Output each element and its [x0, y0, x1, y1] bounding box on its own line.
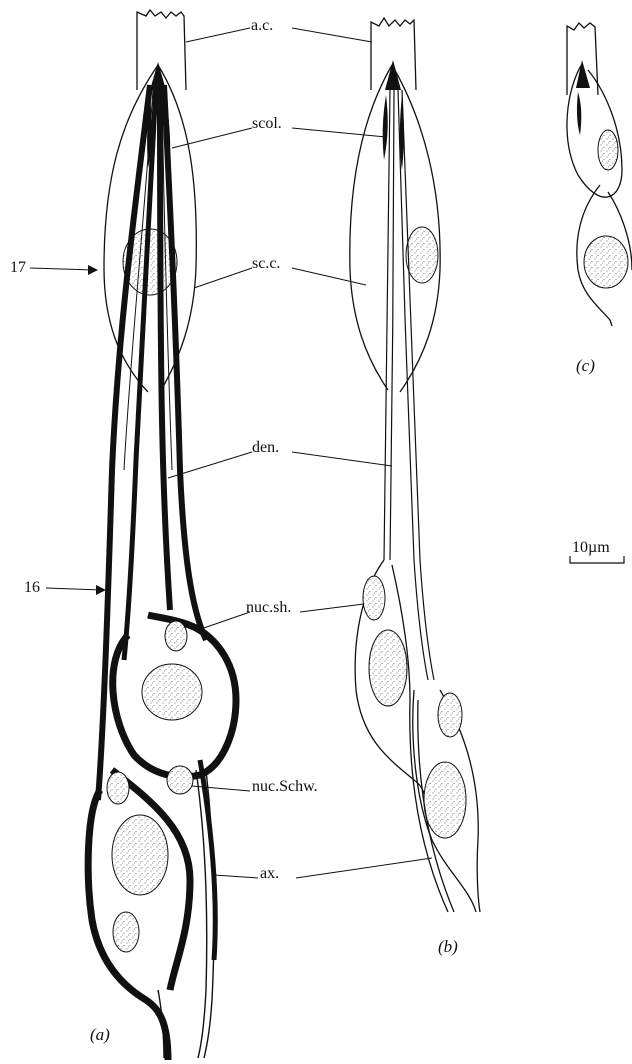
- leader-scc-left: [194, 268, 252, 288]
- panel-label-b: (b): [438, 938, 458, 955]
- sheath-nucleus-a1: [165, 621, 187, 651]
- label-scolopale: scol.: [252, 116, 282, 132]
- panel-b-neurons: [350, 18, 480, 912]
- label-axon: ax.: [260, 866, 279, 882]
- leader-ac-left: [186, 28, 250, 42]
- panel-label-c: (c): [576, 357, 595, 374]
- label-dendrite: den.: [252, 440, 279, 456]
- panel-c-neuron: [567, 23, 632, 326]
- scolopale-rod-b1: [383, 95, 388, 160]
- leader-nucschw: [192, 786, 250, 791]
- scolopale-cap-b: [385, 60, 401, 90]
- sheath-nucleus-b2: [438, 693, 462, 737]
- arrow-16-shaft: [46, 588, 102, 590]
- leader-ax-left: [214, 875, 258, 878]
- scolopale-nucleus-c: [598, 130, 618, 170]
- dendrite-sheath-right-a: [164, 85, 206, 640]
- leader-scc-right: [292, 268, 366, 285]
- sheath-nucleus-a2: [107, 772, 129, 804]
- panel-label-a: (a): [90, 1026, 110, 1043]
- marker-16: 16: [24, 580, 40, 596]
- dendrite-b4: [402, 90, 434, 680]
- axon-a1: [196, 770, 207, 1058]
- dendrite-b2: [390, 90, 394, 560]
- marker-17: 17: [10, 260, 26, 276]
- scale-bar-label: 10µm: [572, 540, 610, 556]
- left-soma-nucleus-b: [369, 630, 407, 706]
- schwann-nucleus-a: [167, 766, 193, 794]
- leader-lines: [30, 28, 432, 878]
- panel-a-neurons: [88, 10, 236, 1060]
- sheath-nucleus-a3: [113, 912, 139, 952]
- upper-soma-nucleus-a: [142, 664, 202, 720]
- label-attachment-cell: a.c.: [251, 18, 273, 34]
- leader-ax-right: [296, 858, 432, 878]
- right-soma-nucleus-b: [424, 762, 466, 838]
- leader-scol-right: [292, 128, 386, 137]
- leader-den-right: [292, 452, 392, 466]
- lower-soma-nucleus-a: [112, 815, 168, 895]
- scolopale-cap-c: [576, 60, 590, 88]
- scolopale-rod-c: [577, 92, 581, 135]
- leader-nucsh-right: [300, 604, 364, 612]
- arrow-17-head: [88, 265, 98, 275]
- arrow-17-shaft: [30, 268, 94, 270]
- leader-scol-left: [172, 128, 252, 148]
- leader-ac-right: [292, 28, 372, 42]
- neuron-nucleus-c: [584, 236, 628, 288]
- scolopale-nucleus-b: [406, 227, 438, 283]
- lower-soma-outline-a: [88, 770, 190, 1060]
- scale-bar: [570, 556, 624, 563]
- label-sheath-nucleus: nuc.sh.: [246, 600, 291, 616]
- label-schwann-nucleus: nuc.Schw.: [252, 779, 318, 795]
- scolopale-cell-outline-c: [567, 64, 622, 197]
- arrow-16-head: [96, 585, 106, 595]
- label-scolopale-cell: sc.c.: [252, 256, 280, 272]
- dendrite-b1: [384, 90, 390, 560]
- sheath-nucleus-b1: [363, 576, 385, 620]
- leader-nucsh-left: [198, 612, 250, 630]
